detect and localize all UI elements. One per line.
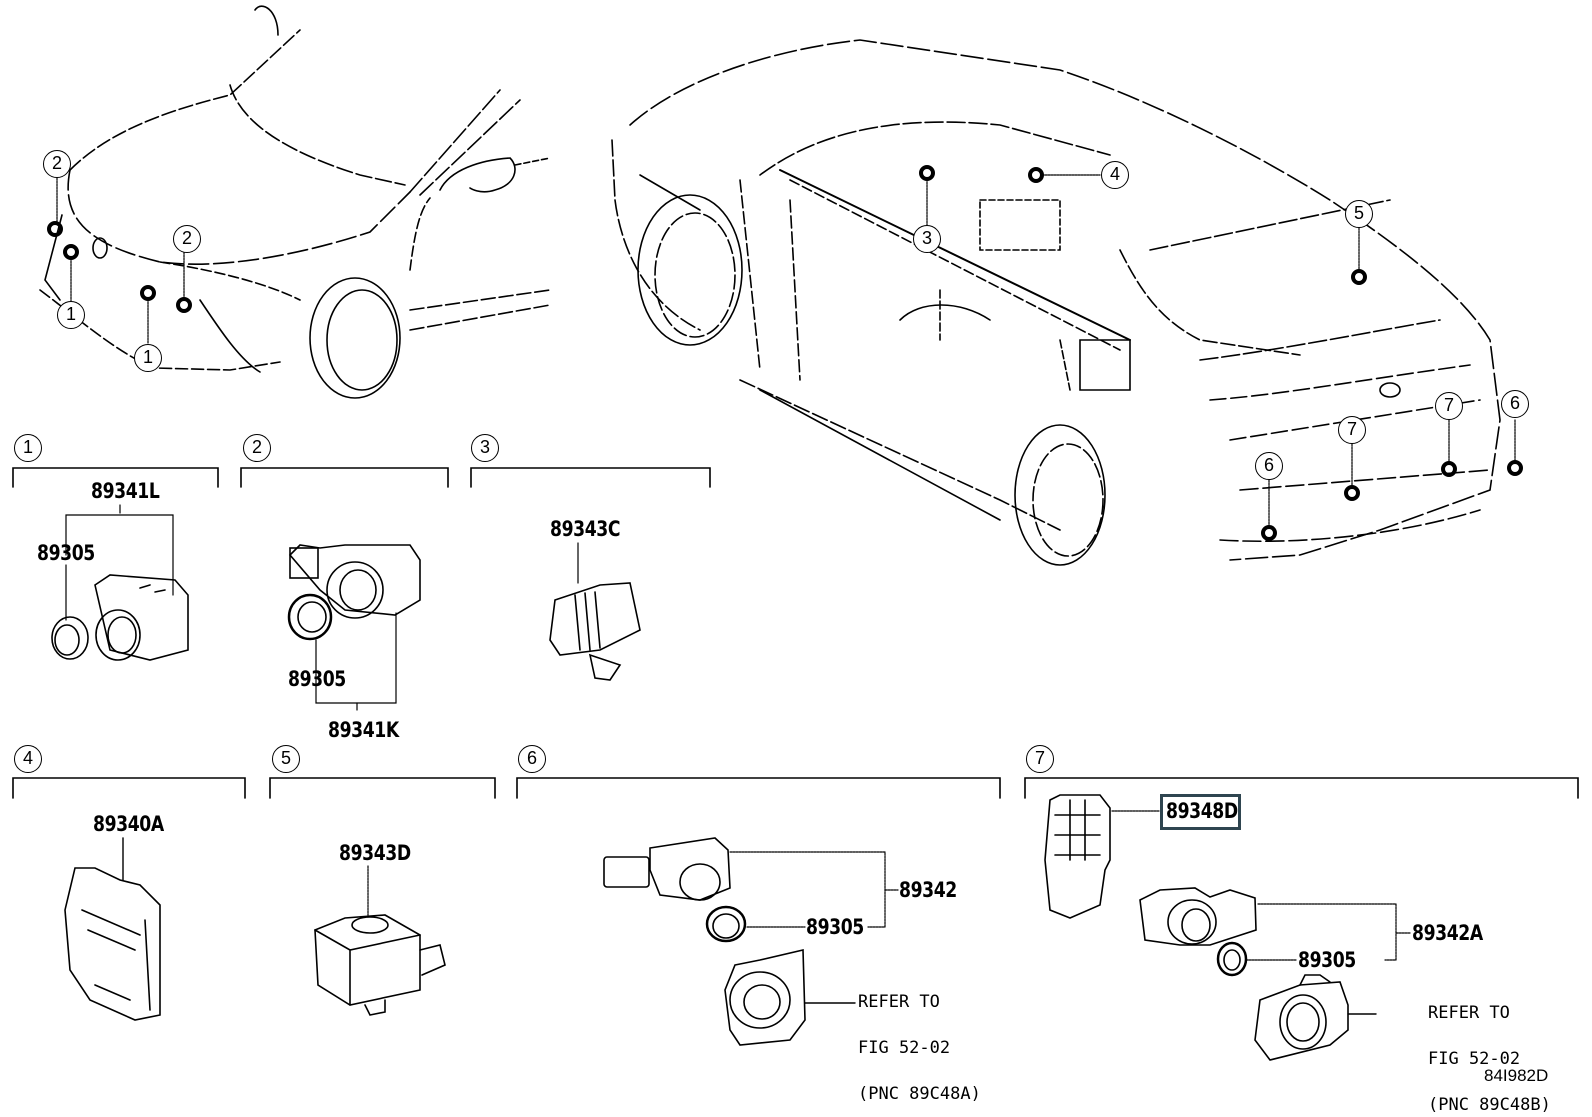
part-label-89305-g1[interactable]: 89305	[37, 541, 95, 565]
part-89341K-sensor	[288, 544, 421, 619]
refer-line-1: REFER TO	[1428, 1003, 1510, 1023]
part-89305-ring-6	[705, 905, 747, 943]
refer-note-89C48B: REFER TO FIG 52-02 (PNC 89C48B)	[1428, 979, 1551, 1117]
part-89343C-module	[549, 582, 641, 681]
part-label-89342[interactable]: 89342	[899, 878, 957, 902]
callout-front-1a: 1	[57, 301, 85, 329]
part-89341L-sensor	[94, 574, 189, 661]
part-label-89343C[interactable]: 89343C	[550, 517, 621, 541]
part-label-89305-g6[interactable]: 89305	[806, 915, 864, 939]
group-6-number: 6	[518, 745, 546, 773]
part-label-89305-g7[interactable]: 89305	[1298, 948, 1356, 972]
part-label-89341K[interactable]: 89341K	[328, 718, 399, 742]
callout-front-2a: 2	[43, 150, 71, 178]
refer-line-1: REFER TO	[858, 992, 940, 1012]
group-3-number: 3	[471, 434, 499, 462]
refer-line-3: (PNC 89C48B)	[1428, 1095, 1551, 1115]
group-5-number: 5	[272, 745, 300, 773]
highlight-box-89348D	[1160, 794, 1241, 830]
part-label-89342A[interactable]: 89342A	[1412, 921, 1483, 945]
refer-line-2: FIG 52-02	[1428, 1049, 1521, 1069]
callout-rear-7a: 7	[1338, 416, 1366, 444]
refer-note-89C48A: REFER TO FIG 52-02 (PNC 89C48A)	[858, 968, 981, 1106]
part-label-89340A[interactable]: 89340A	[93, 812, 164, 836]
callout-rear-6a: 6	[1255, 452, 1283, 480]
callout-rear-7b: 7	[1435, 392, 1463, 420]
callout-rear-6b: 6	[1501, 390, 1529, 418]
figure-id: 84I982D	[1484, 1066, 1549, 1085]
part-bezel-89C48B	[1254, 974, 1377, 1061]
part-label-89305-g2[interactable]: 89305	[288, 667, 346, 691]
part-89342A-sensor	[1139, 887, 1257, 946]
part-label-89343D[interactable]: 89343D	[339, 841, 411, 865]
callout-front-2b: 2	[173, 225, 201, 253]
refer-line-3: (PNC 89C48A)	[858, 1084, 981, 1104]
part-89342-sensor	[603, 837, 731, 901]
part-89340A-ecu	[64, 867, 161, 1021]
callout-rear-3: 3	[913, 225, 941, 253]
part-89305-ring-1	[51, 616, 89, 660]
part-label-89341L[interactable]: 89341L	[91, 479, 160, 503]
part-89348D-ecu	[1044, 794, 1111, 919]
rear-car-illustration	[611, 39, 1501, 566]
group-7-number: 7	[1026, 745, 1054, 773]
front-car-illustration	[39, 5, 551, 399]
callout-rear-5: 5	[1345, 200, 1373, 228]
group-4-number: 4	[14, 745, 42, 773]
group-2-number: 2	[243, 434, 271, 462]
part-89305-ring-2	[287, 593, 333, 641]
part-89305-ring-7	[1216, 941, 1248, 977]
refer-line-2: FIG 52-02	[858, 1038, 951, 1058]
callout-front-1b: 1	[134, 344, 162, 372]
part-label-89348D[interactable]: 89348D	[1166, 799, 1238, 823]
callout-rear-4: 4	[1101, 161, 1129, 189]
part-89343D-sensor	[314, 914, 446, 1016]
part-bezel-89C48A	[724, 948, 856, 1046]
group-1-number: 1	[14, 434, 42, 462]
